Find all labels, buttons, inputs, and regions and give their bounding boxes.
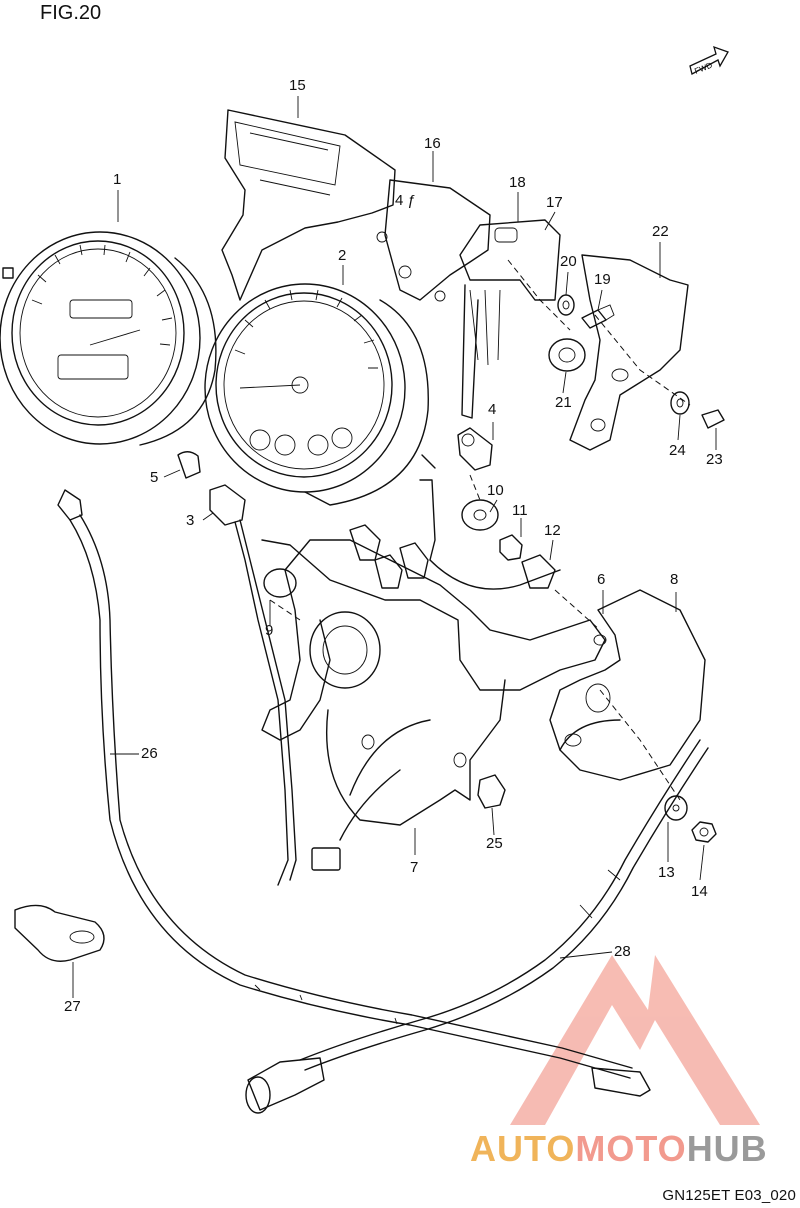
assembly-line — [594, 314, 691, 406]
fwd-arrow-icon: FWD — [689, 45, 729, 76]
part-24-washer — [670, 391, 690, 415]
watermark-auto: AUTO — [470, 1128, 576, 1169]
part-9-grommet — [263, 568, 297, 598]
figure-code: GN125ET E03_020 — [662, 1187, 796, 1204]
assembly-line — [554, 589, 601, 631]
callout-16: 16 — [424, 135, 441, 152]
assembly-line — [269, 599, 301, 621]
callout-4: 4 — [488, 401, 497, 418]
callout-12: 12 — [544, 522, 561, 539]
callout-27: 27 — [64, 998, 81, 1015]
part-7-meter-bracket — [261, 539, 606, 871]
callout-10: 10 — [487, 482, 504, 499]
callout-9: 9 — [265, 622, 274, 639]
part-19-bolt — [581, 304, 615, 329]
callout-19: 19 — [594, 271, 611, 288]
callout-11: 11 — [512, 502, 528, 519]
callout-3: 3 — [186, 512, 195, 529]
callout-8: 8 — [670, 571, 679, 588]
part-23-bolt — [701, 409, 725, 429]
callout-18: 18 — [509, 174, 526, 191]
callout-26: 26 — [141, 745, 158, 762]
part-28-tachometer-cable — [245, 739, 709, 1114]
part-14-nut — [691, 821, 717, 843]
part-8-indicator-cover — [549, 589, 706, 781]
watermark-moto: MOTO — [575, 1128, 687, 1169]
callout-23: 23 — [706, 451, 723, 468]
part-1-speedometer — [0, 231, 217, 446]
callout-20: 20 — [560, 253, 577, 270]
callout-24: 24 — [669, 442, 686, 459]
part-16-meter-case: 4 ƒ — [376, 179, 491, 302]
part-22-cover — [569, 254, 689, 451]
callout-1: 1 — [113, 171, 122, 188]
svg-text:4 ƒ: 4 ƒ — [395, 192, 416, 209]
part-26-speedometer-cable — [57, 489, 651, 1097]
watermark-text: AUTOMOTOHUB — [470, 1128, 768, 1170]
callout-21: 21 — [555, 394, 572, 411]
callout-28: 28 — [614, 943, 631, 960]
callout-6: 6 — [597, 571, 606, 588]
part-10-grommet — [461, 499, 499, 531]
callout-25: 25 — [486, 835, 503, 852]
part-11-cap — [499, 534, 523, 561]
callout-2: 2 — [338, 247, 347, 264]
part-5-bulb — [177, 451, 201, 479]
part-17-meter-bracket — [459, 219, 561, 419]
part-12-grommet — [521, 554, 556, 589]
part-20-washer — [557, 294, 575, 316]
part-2-tachometer — [204, 283, 436, 506]
part-3-socket — [209, 484, 297, 886]
callout-14: 14 — [691, 883, 708, 900]
callout-5: 5 — [150, 469, 159, 486]
watermark-logo — [510, 955, 760, 1125]
assembly-line — [507, 259, 571, 331]
part-15-meter-visor — [221, 109, 396, 301]
callout-15: 15 — [289, 77, 306, 94]
part-4-socket — [457, 427, 493, 471]
part-13-washer — [664, 795, 688, 821]
part-25-bolt — [477, 774, 506, 809]
part-27-cable-guide — [14, 904, 105, 962]
bulb-socket-cluster — [349, 479, 561, 590]
callout-13: 13 — [658, 864, 675, 881]
callout-7: 7 — [410, 859, 419, 876]
part-21-grommet — [548, 338, 586, 372]
callout-22: 22 — [652, 223, 669, 240]
callout-17: 17 — [546, 194, 563, 211]
leader-lines — [72, 96, 717, 998]
watermark-hub: HUB — [686, 1128, 768, 1169]
assembly-line — [469, 474, 481, 501]
assembly-line — [599, 689, 681, 801]
figure-title: FIG.20 — [40, 2, 102, 24]
